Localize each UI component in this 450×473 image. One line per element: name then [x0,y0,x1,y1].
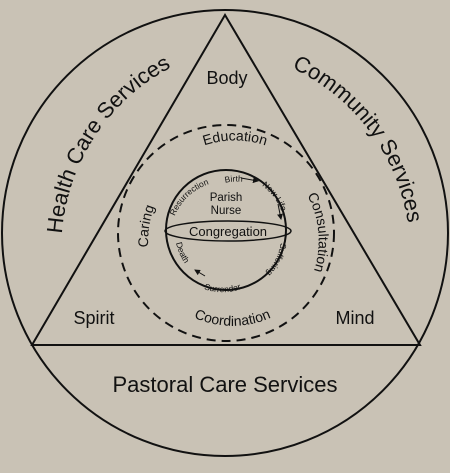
outer-circle [1,9,449,457]
coordination-label: Coordination [193,306,273,329]
education-label: Education [201,127,270,148]
pastoral-care-label: Pastoral Care Services [113,372,338,397]
spirit-label: Spirit [73,308,114,328]
consultation-label: Consultation [305,190,332,275]
dashed-ring [117,124,335,342]
parish-label: Parish [210,192,243,204]
new-life-arrow [277,203,283,220]
body-label: Body [206,68,247,88]
suffering-label: Suffering [264,242,288,278]
new-life-label: New Life [261,179,290,212]
congregation-ellipse [164,220,292,242]
surrender-label: Surrender [203,281,242,294]
caring-label: Caring [135,202,157,247]
birth-label: Birth [224,174,243,185]
death-label: Death [174,241,192,265]
triangle [30,13,422,346]
nurse-label: Nurse [211,205,242,217]
birth-arrow [240,177,259,184]
congregation-label: Congregation [189,224,267,239]
surrender-arrow [194,269,206,277]
mind-label: Mind [335,308,374,328]
